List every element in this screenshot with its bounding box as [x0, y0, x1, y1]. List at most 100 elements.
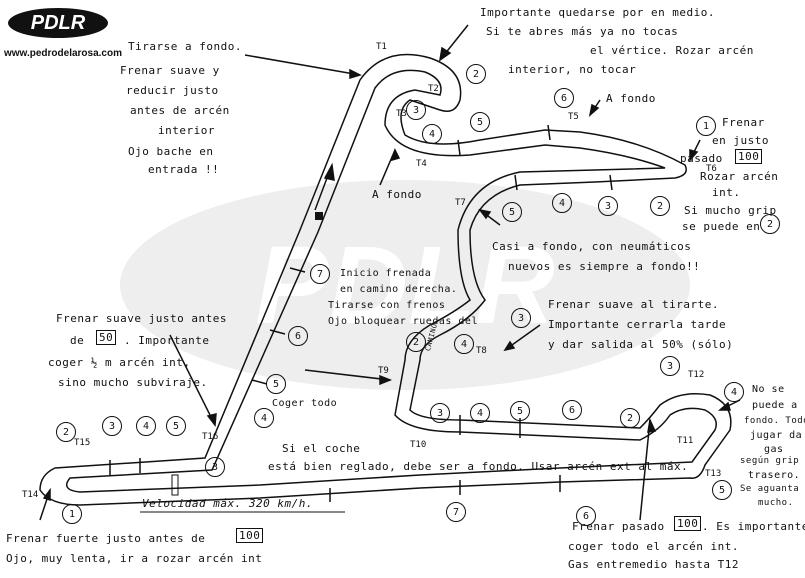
gear-circle: 2: [650, 196, 670, 216]
gear-circle: 5: [502, 202, 522, 222]
turn-label: T4: [416, 159, 427, 169]
turn-label: T9: [378, 366, 389, 376]
note-t11-line4: Gas entremedio hasta T12: [568, 558, 739, 571]
watermark-text: PDLR: [255, 223, 555, 347]
turn-label: T8: [476, 346, 487, 356]
note-t12-line9: mucho.: [758, 498, 794, 508]
note-t1-line2: Si te abres más ya no tocas: [486, 25, 679, 38]
gear-circle: 3: [511, 308, 531, 328]
gear-circle: 6: [554, 88, 574, 108]
arrow-head: [647, 417, 657, 433]
arrow: [244, 54, 361, 76]
note-t12-line2: puede a: [752, 400, 798, 411]
track-inner-edge: [65, 69, 717, 493]
note-max-speed: Velocidad máx. 320 km/h.: [142, 497, 313, 510]
note-t1in-line2: Frenar suave y: [120, 64, 220, 77]
turn-label: T10: [410, 440, 427, 450]
note-t9-line3: y dar salida al 50% (sólo): [548, 338, 734, 351]
note-t16-line4: coger ½ m arcén int,: [48, 356, 191, 369]
arrow: [639, 419, 651, 521]
gear-circle: 4: [552, 193, 572, 213]
gear-circle: 2: [56, 422, 76, 442]
note-t1-line1: Importante quedarse por en medio.: [480, 6, 716, 19]
arrow-head: [588, 103, 600, 118]
note-t6-line1: Frenar: [722, 116, 765, 129]
gear-circle: 3: [660, 356, 680, 376]
gear-circle: 5: [712, 480, 732, 500]
gear-circle: 4: [470, 403, 490, 423]
arrow: [169, 334, 216, 426]
gear-circle: 3: [406, 100, 426, 120]
note-t14-box: 100: [236, 528, 264, 543]
turn-label: T3: [396, 109, 407, 119]
note-t11-line3: coger todo el arcén int.: [568, 540, 739, 553]
note-afondo-2: A fondo: [606, 92, 656, 105]
turn-label: T5: [568, 112, 579, 122]
gear-circle: 1: [62, 504, 82, 524]
website-url: www.pedrodelarosa.com: [4, 48, 122, 59]
note-t8-line3: Tirarse con frenos: [328, 300, 446, 311]
arrow-head: [379, 374, 393, 386]
arrow-head: [503, 340, 516, 352]
note-t8-line1: Inicio frenada: [340, 268, 432, 279]
note-t12-line1: No se: [752, 384, 785, 395]
gear-circle: 3: [430, 403, 450, 423]
note-t16-line5: sino mucho subviraje.: [58, 376, 208, 389]
note-coger-todo: Coger todo: [272, 398, 338, 409]
note-t11-line2: . Es importante: [702, 520, 805, 533]
gear-circle: 2: [620, 408, 640, 428]
note-t1in-line4: antes de arcén: [130, 104, 230, 117]
note-t12-line6: según grip: [740, 456, 800, 466]
arrow-head: [438, 46, 452, 62]
note-t16-box: 50: [96, 330, 117, 345]
turn-label: T11: [677, 436, 694, 446]
gear-circle: 4: [454, 334, 474, 354]
gear-circle: 4: [422, 124, 442, 144]
arrow-head: [718, 401, 731, 411]
note-t6-line6: Si mucho grip: [684, 204, 777, 217]
note-afondo-1: A fondo: [372, 188, 422, 201]
gear-circle: 7: [446, 502, 466, 522]
gear-circle: 3: [598, 196, 618, 216]
sector-mark: [457, 139, 461, 156]
sector-mark: [547, 124, 551, 141]
note-t1in-line1: Tirarse a fondo.: [128, 40, 242, 53]
sector-mark: [289, 267, 306, 273]
note-t16-line2: de: [70, 334, 85, 347]
track-outer-edge: [39, 53, 732, 506]
note-t1-line3: el vértice. Rozar arcén: [590, 44, 754, 57]
arrow-head: [349, 68, 363, 80]
note-t6-circle: 2: [760, 214, 780, 234]
note-t1-line4: interior, no tocar: [508, 63, 637, 76]
logo: PDLR: [8, 8, 108, 38]
gear-circle: 5: [510, 401, 530, 421]
note-t6-line7: se puede en: [682, 220, 761, 233]
gear-circle: 4: [136, 416, 156, 436]
note-t6-line5: int.: [712, 186, 741, 199]
finish-line: [315, 212, 323, 220]
gear-circle: 5: [470, 112, 490, 132]
gear-circle: 2: [466, 64, 486, 84]
note-t6-line3: pasado: [680, 152, 723, 165]
sector-mark: [514, 174, 518, 191]
note-t16-line3: . Importante: [124, 334, 210, 347]
gear-circle: 5: [266, 374, 286, 394]
gear-circle: 3: [205, 457, 225, 477]
note-t7-line2: nuevos es siempre a fondo!!: [508, 260, 701, 273]
sector-mark: [251, 379, 268, 385]
gear-circle: 5: [166, 416, 186, 436]
turn-label: T7: [455, 198, 466, 208]
note-t16-line1: Frenar suave justo antes: [56, 312, 227, 325]
arrow-head: [689, 149, 699, 162]
note-t6-line4: Rozar arcén: [700, 170, 779, 183]
note-t6-box: 100: [735, 149, 763, 164]
note-t1in-line6: Ojo bache en: [128, 145, 214, 158]
turn-label: T12: [688, 370, 705, 380]
turn-label: T6: [706, 164, 717, 174]
arrow-head: [42, 487, 51, 502]
note-t14-line2: Ojo, muy lenta, ir a rozar arcén int: [6, 552, 263, 565]
turn-label: T2: [428, 84, 439, 94]
finish-line-pit: [171, 474, 179, 496]
note-t1in-line3: reducir justo: [126, 84, 219, 97]
